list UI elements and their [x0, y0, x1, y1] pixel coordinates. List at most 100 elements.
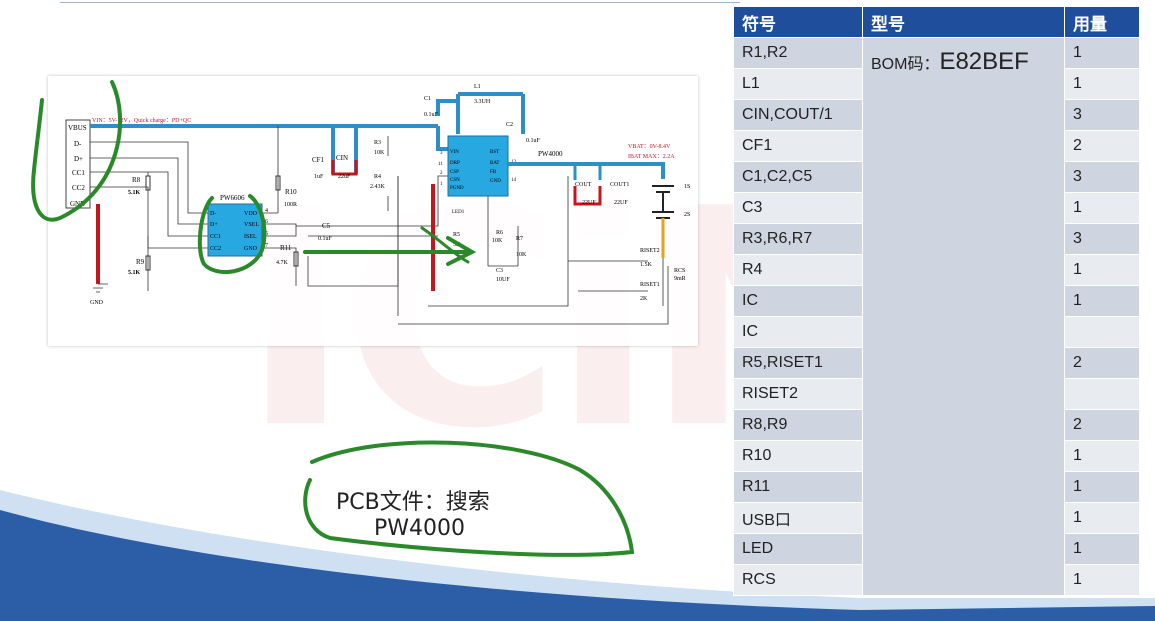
pin-bat: BAT: [490, 161, 499, 166]
bom-qty-cell: 3: [1064, 223, 1140, 255]
bom-qty-cell: 1: [1064, 440, 1140, 472]
bom-symbol-cell: USB口: [733, 502, 863, 534]
pin-num-4: 4: [265, 208, 268, 214]
pw4000-pin-3: 3: [440, 151, 443, 156]
pin-vdd: VDD: [244, 211, 258, 217]
pin-cc1: CC1: [210, 234, 221, 240]
r8-value: 5.1K: [128, 190, 141, 196]
r3-value: 10K: [374, 150, 385, 156]
gnd-net-cout: [573, 186, 602, 206]
label-dm: D-: [74, 140, 82, 148]
vbat-net: [508, 162, 665, 179]
led-label: LED1: [452, 210, 465, 215]
bom-qty-cell: 1: [1064, 502, 1140, 534]
cout-net: [573, 164, 602, 180]
bom-symbol-cell: R4: [733, 254, 863, 286]
pcb-note-line1: PCB文件：搜索: [336, 490, 490, 515]
gnd-text-left: GND: [90, 300, 104, 306]
bom-qty-cell: 1: [1064, 533, 1140, 565]
l1-net: [436, 92, 525, 134]
header-qty: 用量: [1064, 6, 1140, 38]
r10-symbol: [275, 175, 281, 191]
pin-num-6: 6: [265, 219, 268, 225]
pin-dp: D+: [210, 222, 218, 228]
r11-symbol: [293, 251, 299, 267]
pw4000-pin-1: 1: [440, 182, 443, 187]
bom-model-cell: BOM码：E82BEF: [862, 37, 1065, 596]
bom-symbol-cell: R5,RISET1: [733, 347, 863, 379]
r6-value: 10K: [492, 238, 503, 244]
pin-drp: DRP: [450, 161, 460, 166]
c1-value: 0.1uF: [424, 112, 439, 118]
cf1-value: 1uF: [314, 174, 324, 180]
vbus-net: [90, 124, 448, 151]
pw4000-pin-2: 2: [440, 171, 443, 176]
cin-label: CIN: [336, 154, 348, 162]
riset-nets: [568, 258, 664, 306]
cout-value: 22UF: [582, 200, 596, 206]
pin-isel: ISEL: [244, 234, 257, 240]
c3-value: 10UF: [496, 277, 510, 283]
c2-value: 0.1uF: [526, 138, 541, 144]
bom-symbol-cell: CF1: [733, 130, 863, 162]
r3-label: R3: [374, 140, 381, 146]
pin-bst: BST: [490, 150, 499, 155]
pin-gnd2: GND: [490, 179, 501, 184]
bom-symbol-cell: CIN,COUT/1: [733, 99, 863, 131]
label-dp: D+: [74, 155, 83, 163]
pw6606-label: PW6606: [220, 194, 245, 202]
r10-value: 100R: [284, 202, 297, 208]
bom-symbol-cell: L1: [733, 68, 863, 100]
table-row: IC: [733, 316, 1140, 348]
cout1-value: 22UF: [614, 200, 628, 206]
rcs-label: RCS: [674, 268, 685, 274]
misc-nets: [296, 136, 448, 287]
r9-value: 5.1K: [128, 270, 141, 276]
r4-label: R4: [374, 174, 381, 180]
pw6606-nets: [147, 126, 297, 291]
table-row: USB口 1: [733, 502, 1140, 534]
r7-value: 10K: [516, 252, 527, 258]
label-gnd: GND: [70, 200, 85, 208]
pin-fb: FB: [490, 170, 497, 175]
r6-label: R6: [496, 230, 503, 236]
bom-qty-cell: 1: [1064, 68, 1140, 100]
rcs-value: 9mR: [674, 276, 686, 282]
header-model: 型号: [862, 6, 1065, 38]
riset2-value: 1.5K: [640, 262, 653, 268]
bom-qty-cell: 3: [1064, 161, 1140, 193]
bom-symbol-cell: R1,R2: [733, 37, 863, 69]
schematic-image: VBUS D- D+ CC1 CC2 GND VIN：5V-12V，Quick …: [48, 76, 698, 346]
pcb-note: PCB文件：搜索 PW4000: [336, 490, 490, 542]
bom-symbol-cell: R10: [733, 440, 863, 472]
l1-value: 3.3UH: [474, 99, 491, 105]
pw6606-chip: [207, 203, 263, 257]
cout1-label: COUT1: [610, 182, 629, 188]
pen-circle-pw6606: [197, 194, 267, 274]
riset1-label: RISET1: [640, 282, 660, 288]
table-row: R10 1: [733, 440, 1140, 472]
header-symbol: 符号: [733, 6, 863, 38]
bom-qty-cell: 2: [1064, 130, 1140, 162]
bom-qty-cell: 1: [1064, 254, 1140, 286]
c5-label: C5: [322, 222, 331, 230]
top-divider: [60, 2, 740, 3]
cout-label: COUT: [575, 182, 592, 188]
pin-csn: CSN: [450, 178, 460, 183]
cin-value: 22uF: [338, 174, 351, 180]
cf1-label: CF1: [312, 156, 325, 164]
bom-symbol-cell: C1,C2,C5: [733, 161, 863, 193]
pw4000-chip: [447, 135, 509, 197]
table-row: R4 1: [733, 254, 1140, 286]
riset1-value: 2K: [640, 296, 648, 302]
r11-value: 4.7K: [276, 260, 289, 266]
c3-label: C3: [496, 268, 503, 274]
